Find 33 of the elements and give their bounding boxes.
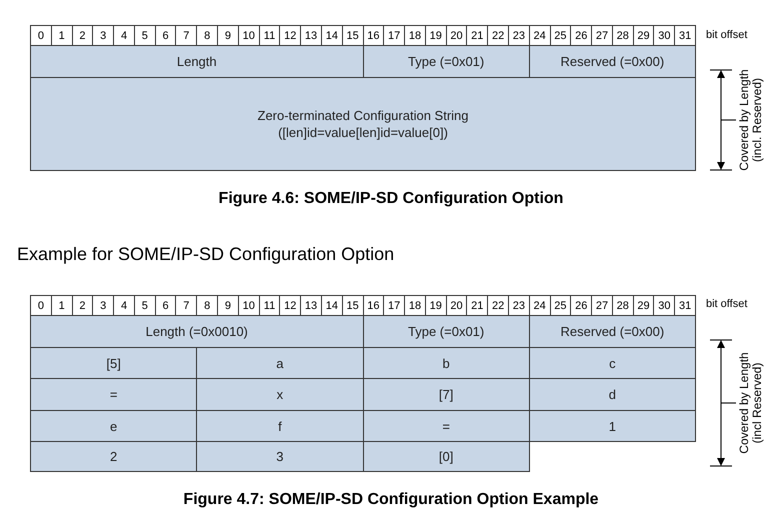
bit-number-cell: 31	[674, 25, 696, 46]
field-cell: Zero-terminated Configuration String ([len]id=value[len]id=value[0])	[30, 77, 696, 171]
field-cell: x	[196, 378, 364, 411]
field-cell: Reserved (=0x00)	[528, 315, 696, 348]
field-cell: Length (=0x0010)	[30, 315, 364, 348]
field-cell: Type (=0x01)	[362, 315, 530, 348]
bit-offset-label: bit offset	[706, 29, 748, 41]
bit-number-cell: 0	[30, 295, 52, 316]
field-cell: e	[30, 410, 198, 442]
field-cell: Type (=0x01)	[362, 45, 530, 78]
field-cell: f	[196, 410, 364, 442]
field-cell: [0]	[362, 441, 530, 472]
dimension-label: Covered by Length (incl Reserved)	[738, 351, 764, 456]
field-cell: 2	[30, 441, 198, 472]
field-cell: =	[30, 378, 198, 411]
field-cell: d	[528, 378, 696, 411]
bit-number-cell: 31	[674, 295, 696, 316]
field-cell: [5]	[30, 347, 198, 379]
bit-offset-label: bit offset	[706, 298, 748, 310]
field-cell: =	[362, 410, 530, 442]
field-cell: 3	[196, 441, 364, 472]
field-cell: Length	[30, 45, 364, 78]
field-cell: c	[528, 347, 696, 379]
bit-number-cell: 0	[30, 25, 52, 46]
figure-caption: Figure 4.7: SOME/IP-SD Configuration Option Example	[182, 491, 600, 509]
figure-caption: Figure 4.6: SOME/IP-SD Configuration Option	[218, 190, 564, 208]
field-cell: Reserved (=0x00)	[528, 45, 696, 78]
field-cell: [7]	[362, 378, 530, 411]
field-cell: 1	[528, 410, 696, 442]
field-cell: a	[196, 347, 364, 379]
dimension-label: Covered by Length (incl. Reserved)	[738, 68, 764, 173]
field-cell: b	[362, 347, 530, 379]
section-heading: Example for SOME/IP-SD Configuration Option	[17, 244, 394, 265]
